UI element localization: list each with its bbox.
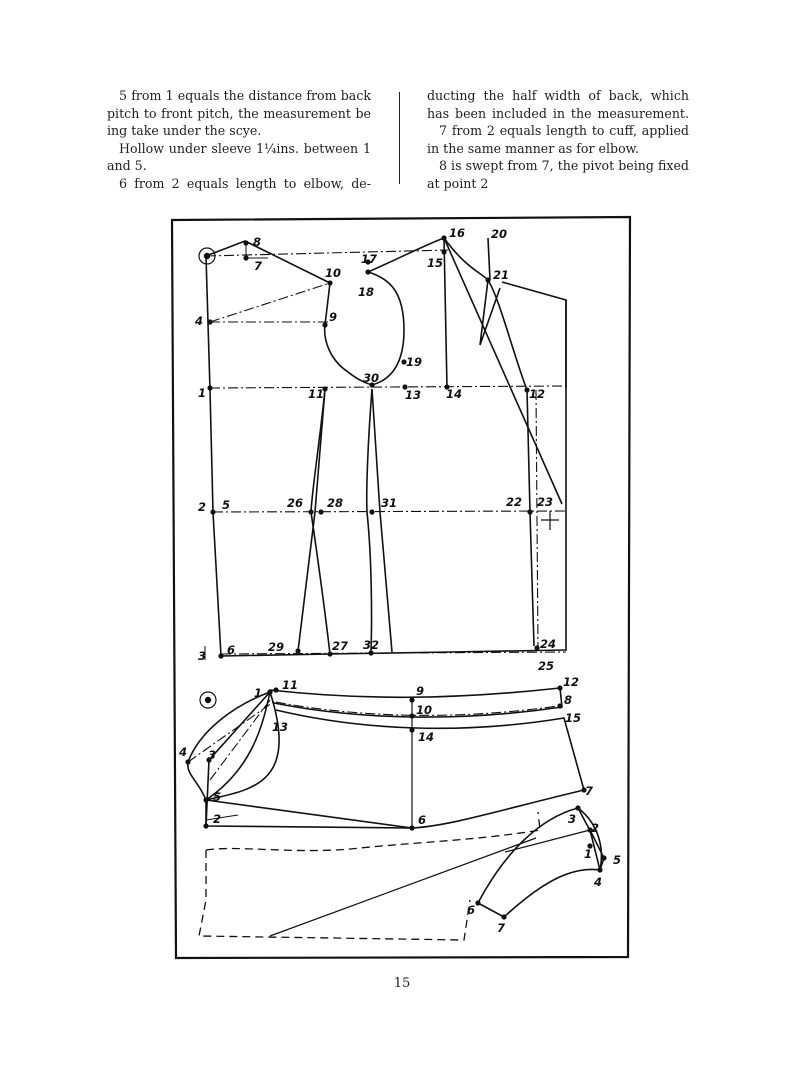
point-label: 29: [268, 640, 284, 654]
point-label: 2: [591, 821, 599, 835]
text-line: has been included in the measurement.: [427, 105, 689, 121]
point-label: 14: [446, 387, 462, 401]
point-label: 8: [253, 235, 261, 249]
point-label: 32: [363, 638, 379, 652]
point-label: 19: [406, 355, 422, 369]
point-label: 25: [538, 659, 554, 673]
point-label: 15: [427, 256, 443, 270]
point-label: 3: [198, 649, 206, 663]
point-label: 5: [613, 853, 621, 867]
point-label: 31: [381, 496, 397, 510]
point-label: 7: [254, 259, 262, 273]
point-label: 28: [327, 496, 343, 510]
point-label: 1: [254, 686, 262, 700]
point-label: 5: [222, 498, 230, 512]
point-label: 2: [198, 500, 206, 514]
text-line: 8 is swept from 7, the pivot being fixed: [439, 158, 689, 174]
point-label: 12: [563, 675, 579, 689]
point-label: 6: [418, 813, 426, 827]
point-label: 4: [178, 745, 187, 759]
page-number: 15: [393, 976, 411, 991]
point-label: 2: [213, 812, 221, 826]
point-label: 26: [287, 496, 303, 510]
text-line: 7 from 2 equals length to cuff, applied: [439, 123, 689, 139]
text-line: pitch to front pitch, the measurement be: [107, 105, 371, 121]
point-label: 13: [272, 720, 288, 734]
point-label: 10: [325, 266, 341, 280]
point-label: 23: [537, 495, 553, 509]
point-label: 17: [361, 252, 377, 266]
point-label: 1: [584, 847, 592, 861]
point-label: 21: [493, 268, 509, 282]
column-divider: [399, 92, 400, 184]
text-line: at point 2: [427, 175, 489, 191]
point-label: 14: [418, 730, 434, 744]
point-label: 4: [593, 875, 602, 889]
point-label: 7: [585, 784, 593, 798]
point-label: 27: [332, 639, 348, 653]
point-label: 9: [416, 684, 424, 698]
point-label: 7: [497, 921, 505, 935]
text-column-right: ducting the half width of back, which ha…: [427, 87, 689, 193]
point-label: 30: [363, 371, 379, 385]
point-label: 4: [194, 314, 203, 328]
point-label: 8: [564, 693, 572, 707]
point-label: 3: [208, 748, 216, 762]
text-line: and 5.: [107, 158, 147, 174]
point-label: 11: [282, 678, 298, 692]
point-label: 3: [568, 812, 576, 826]
point-label: 18: [358, 285, 374, 299]
point-label: 10: [416, 703, 432, 717]
point-label: 16: [449, 226, 465, 240]
point-label: 9: [329, 310, 337, 324]
point-label: 20: [491, 227, 507, 241]
point-label: 1: [198, 386, 206, 400]
text-line: ducting the half width of back, which: [427, 88, 689, 103]
point-label: 15: [565, 711, 581, 725]
text-line: ing take under the scye.: [107, 123, 262, 139]
point-label: 11: [308, 387, 324, 401]
text-column-left: 5 from 1 equals the distance from back p…: [107, 87, 371, 193]
point-label: 24: [540, 637, 556, 651]
text-line: 5 from 1 equals the distance from back: [119, 88, 371, 103]
point-label: 13: [405, 388, 421, 402]
point-label: 22: [506, 495, 522, 509]
point-label: 5: [213, 790, 221, 804]
text-line: 6 from 2 equals length to elbow, de-: [119, 175, 371, 191]
text-line: in the same manner as for elbow.: [427, 140, 639, 156]
point-label: 6: [467, 903, 475, 917]
point-label: 6: [227, 643, 235, 657]
text-line: Hollow under sleeve 1¼ins. between 1: [119, 140, 371, 156]
point-label: 12: [529, 387, 545, 401]
